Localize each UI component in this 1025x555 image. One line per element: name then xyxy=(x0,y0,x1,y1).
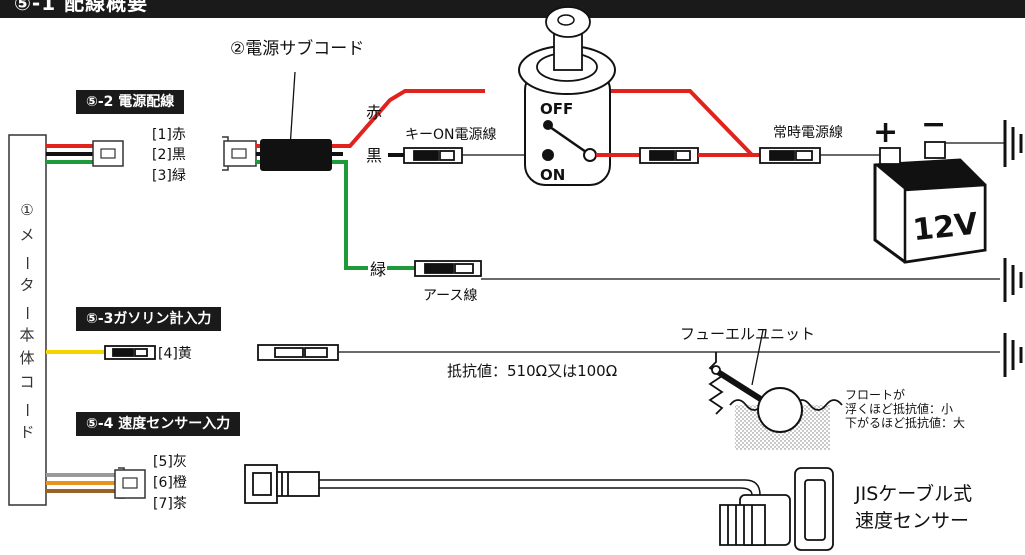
speed-wires xyxy=(46,473,115,493)
meter-cord-label: ① メ ー タ ー 本 体 コ ー ド xyxy=(18,201,36,441)
svg-text:本: 本 xyxy=(19,326,34,344)
red-wire xyxy=(332,89,485,148)
wire3-label: [3]緑 xyxy=(152,168,186,184)
fuel-unit xyxy=(708,329,843,450)
power-sub-cord-label: ②電源サブコード xyxy=(230,38,364,59)
ground-line-label: アース線 xyxy=(423,288,477,304)
jis-label-1: JISケーブル式 xyxy=(854,482,972,505)
fuel-unit-terminal xyxy=(257,344,339,361)
page-title-bar: ⑤-1 配線概要 xyxy=(0,0,1025,18)
speed-sensor-connector xyxy=(244,464,320,504)
black-label: 黒 xyxy=(366,146,382,165)
svg-text:コ: コ xyxy=(19,373,34,391)
wire7-label: [7]茶 xyxy=(153,496,187,512)
meter-body-cord-box xyxy=(8,134,47,506)
section-speed-label: ⑤-4 速度センサー入力 xyxy=(76,412,241,436)
ground-terminal xyxy=(414,260,482,277)
float-label-3: 下がるほど抵抗値：大 xyxy=(845,415,965,430)
constant-power-terminal xyxy=(759,147,821,164)
fuel-meter-terminal xyxy=(104,345,156,360)
battery-plus-label: + xyxy=(873,115,898,150)
green-wire xyxy=(332,160,368,270)
svg-text:体: 体 xyxy=(19,349,34,367)
switch-out-terminal xyxy=(639,147,699,164)
page-title: ⑤-1 配線概要 xyxy=(14,0,149,15)
green-label: 緑 xyxy=(370,260,386,279)
svg-text:タ: タ xyxy=(19,276,34,294)
section-power-label: ⑤-2 電源配線 xyxy=(76,90,185,114)
jis-label-2: 速度センサー xyxy=(855,510,969,532)
svg-text:①: ① xyxy=(20,201,33,219)
section-fuel-label: ⑤-3ガソリン計入力 xyxy=(76,307,222,331)
svg-text:ー: ー xyxy=(18,305,36,320)
wire5-label: [5]灰 xyxy=(153,454,187,470)
wire4-label: [4]黄 xyxy=(158,345,192,362)
svg-text:ド: ド xyxy=(19,423,34,441)
battery: 12V + − xyxy=(873,107,987,264)
float-label-2: 浮くほど抵抗値：小 xyxy=(845,401,953,416)
red-label: 赤 xyxy=(366,103,382,122)
off-label: OFF xyxy=(540,100,573,118)
wire2-label: [2]黒 xyxy=(152,147,186,163)
battery-voltage-label: 12V xyxy=(911,207,980,249)
key-on-terminal xyxy=(403,147,463,164)
key-on-line-label: キーON電源線 xyxy=(405,127,497,143)
constant-line-label: 常時電源線 xyxy=(773,125,843,141)
on-label: ON xyxy=(540,166,565,184)
ground-symbols xyxy=(1003,120,1023,377)
jis-speed-sensor xyxy=(719,467,834,551)
power-sub-cord-body xyxy=(260,139,332,171)
svg-text:ー: ー xyxy=(18,402,36,417)
resistance-label: 抵抗値：510Ω又は100Ω xyxy=(447,362,617,380)
svg-text:メ: メ xyxy=(19,226,34,244)
float-label-1: フロートが xyxy=(845,387,905,402)
wire1-label: [1]赤 xyxy=(152,127,186,143)
key-switch: OFF ON xyxy=(518,6,616,186)
fuel-unit-label: フューエルユニット xyxy=(680,325,815,343)
battery-minus-label: − xyxy=(921,107,946,142)
svg-text:ー: ー xyxy=(18,255,36,270)
wire6-label: [6]橙 xyxy=(153,475,187,491)
power-wires-meter xyxy=(46,144,98,164)
